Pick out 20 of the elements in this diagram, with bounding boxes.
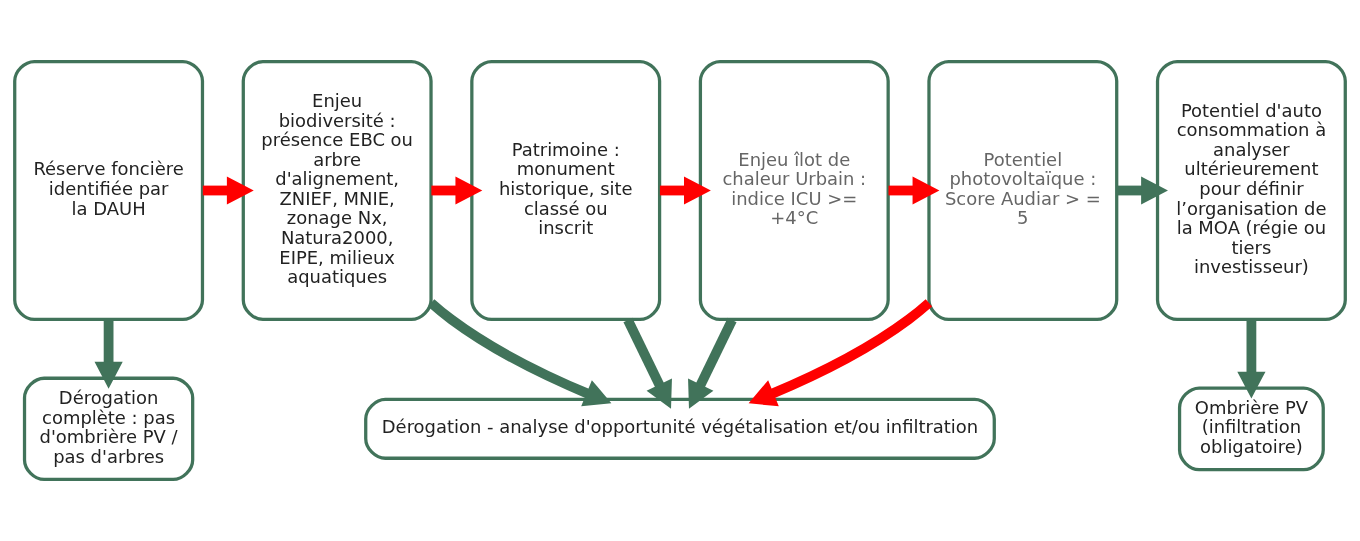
node-box: Patrimoine : monument historique, site classé ou inscrit <box>470 59 662 322</box>
node-box: Potentiel photovoltaïque : Score Audiar > = 5 <box>927 59 1119 322</box>
arrow <box>1117 176 1168 205</box>
node-box: Enjeu îlot de chaleur Urbain : indice ICU >= +4°C <box>698 59 890 322</box>
arrow <box>1237 320 1266 399</box>
arrow <box>202 176 254 205</box>
arrow <box>888 176 940 205</box>
arrow <box>688 317 737 409</box>
arrow <box>427 299 612 407</box>
arrow <box>623 317 672 409</box>
arrow <box>431 176 483 205</box>
arrow <box>659 176 711 205</box>
node-box: Ombrière PV (infiltration obligatoire) <box>1177 386 1325 472</box>
arrow <box>748 299 933 407</box>
node-box: Dérogation complète : pas d'ombrière PV / pas d'arbres <box>22 376 195 482</box>
node-box: Potentiel d'auto consommation à analyser ultérieurement pour définir l’organisation de la MOA (régie ou tiers investisseur) <box>1155 59 1347 322</box>
node-box: Enjeu biodiversité : présence EBC ou arbre d'alignement, ZNIEF, MNIE, zonage Nx, Natura2000, EIPE, milieux aquatiques <box>241 59 433 322</box>
node-box: Réserve foncière identifiée par la DAUH <box>13 59 205 322</box>
node-box: Dérogation - analyse d'opportunité végétalisation et/ou infiltration <box>364 397 996 460</box>
arrow <box>94 320 123 389</box>
